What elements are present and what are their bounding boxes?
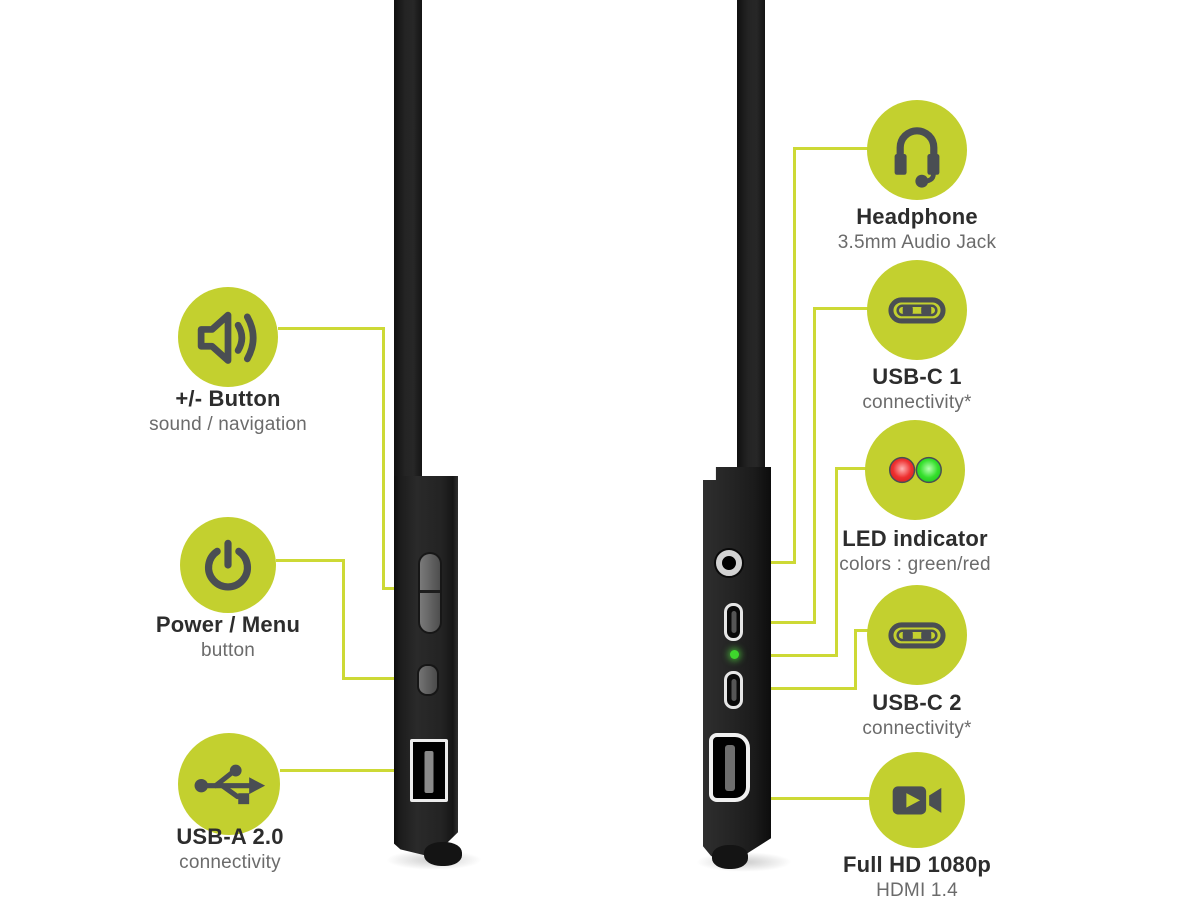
usb-c2-callout-circle bbox=[867, 585, 967, 685]
leader-line bbox=[752, 561, 796, 564]
right-monitor-foot bbox=[712, 845, 748, 869]
volume-callout-circle bbox=[178, 287, 278, 387]
leader-line bbox=[813, 307, 870, 310]
volume-callout-label: +/- Button sound / navigation bbox=[68, 386, 388, 436]
leader-line bbox=[793, 147, 796, 564]
leader-line bbox=[757, 797, 871, 800]
power-button bbox=[419, 666, 437, 694]
power-callout-label: Power / Menu button bbox=[68, 612, 388, 662]
usb-c1-callout-label: USB-C 1 connectivity* bbox=[757, 364, 1077, 414]
usb-a-callout-label: USB-A 2.0 connectivity bbox=[70, 824, 390, 874]
callout-subtitle: connectivity* bbox=[862, 392, 972, 414]
usb-c1-callout-circle bbox=[867, 260, 967, 360]
led-indicator-light bbox=[730, 650, 739, 659]
callout-title: LED indicator bbox=[842, 526, 988, 551]
callout-subtitle: connectivity* bbox=[862, 718, 972, 740]
led-lights-icon bbox=[888, 456, 942, 484]
left-monitor-bezel-edge bbox=[394, 0, 422, 479]
leader-line bbox=[854, 629, 873, 632]
callout-title: Headphone bbox=[856, 204, 978, 229]
fullhd-callout-label: Full HD 1080p HDMI 1.4 bbox=[757, 852, 1077, 900]
callout-subtitle: sound / navigation bbox=[149, 414, 307, 436]
speaker-volume-icon bbox=[197, 311, 257, 364]
usb-c-slot bbox=[731, 611, 736, 633]
leader-line bbox=[835, 467, 838, 657]
leader-line bbox=[813, 307, 816, 624]
callout-title: USB-C 1 bbox=[872, 364, 962, 389]
usb-trident-icon bbox=[194, 764, 266, 805]
headphone-callout-label: Headphone 3.5mm Audio Jack bbox=[757, 204, 1077, 254]
headset-icon bbox=[894, 127, 940, 188]
usb-c-plug-icon bbox=[888, 297, 946, 324]
led-callout-label: LED indicator colors : green/red bbox=[755, 526, 1075, 576]
usb-c-slot bbox=[731, 679, 736, 701]
led-callout-circle bbox=[865, 420, 965, 520]
callout-subtitle: connectivity bbox=[179, 852, 281, 874]
hdmi-port bbox=[709, 733, 750, 802]
usb-a-port bbox=[410, 739, 448, 802]
leader-line bbox=[280, 769, 401, 772]
right-monitor-bezel-edge bbox=[737, 0, 765, 479]
volume-rocker-button bbox=[420, 554, 440, 632]
leader-line bbox=[278, 327, 385, 330]
video-camera-icon bbox=[892, 786, 942, 815]
fullhd-callout-circle bbox=[869, 752, 965, 848]
leader-line bbox=[752, 654, 838, 657]
usb-c-plug-icon bbox=[888, 622, 946, 649]
usb-c-port-1 bbox=[724, 603, 743, 641]
usb-a-tongue bbox=[424, 751, 434, 793]
left-monitor-foot bbox=[424, 842, 462, 866]
leader-line bbox=[854, 629, 857, 690]
leader-line bbox=[382, 327, 385, 590]
leader-line bbox=[793, 147, 869, 150]
callout-title: USB-A 2.0 bbox=[176, 824, 284, 849]
leader-line bbox=[276, 559, 345, 562]
callout-title: +/- Button bbox=[175, 386, 281, 411]
leader-line bbox=[835, 467, 870, 470]
callout-title: USB-C 2 bbox=[872, 690, 962, 715]
usb-a-callout-circle bbox=[178, 733, 280, 835]
callout-subtitle: colors : green/red bbox=[839, 554, 991, 576]
leader-line bbox=[753, 621, 816, 624]
hdmi-slot bbox=[724, 744, 735, 791]
callout-subtitle: 3.5mm Audio Jack bbox=[837, 232, 997, 254]
power-icon bbox=[205, 539, 251, 591]
callout-title: Full HD 1080p bbox=[842, 852, 992, 877]
callout-title: Power / Menu bbox=[155, 612, 301, 637]
headphone-callout-circle bbox=[867, 100, 967, 200]
audio-jack-port bbox=[716, 550, 742, 576]
callout-subtitle: button bbox=[200, 640, 256, 662]
usb-c-port-2 bbox=[724, 671, 743, 709]
leader-line bbox=[753, 687, 857, 690]
leader-line bbox=[342, 559, 345, 680]
power-callout-circle bbox=[180, 517, 276, 613]
callout-subtitle: HDMI 1.4 bbox=[876, 880, 958, 900]
rocker-divider bbox=[420, 590, 440, 593]
leader-line bbox=[342, 677, 413, 680]
usb-c2-callout-label: USB-C 2 connectivity* bbox=[757, 690, 1077, 740]
